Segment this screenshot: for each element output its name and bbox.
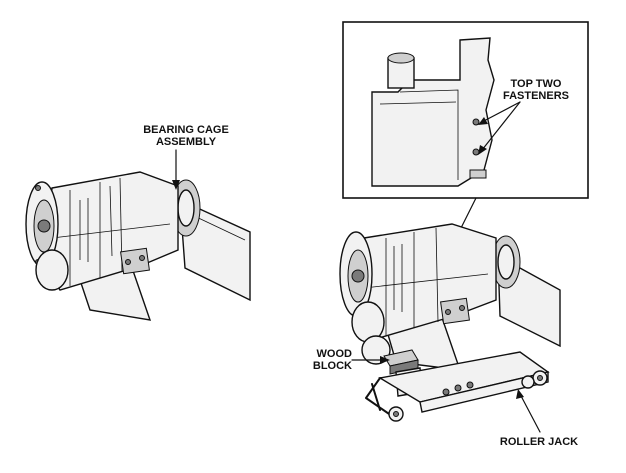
wood-block-label: WOOD BLOCK [296, 348, 352, 372]
left-axle-assembly [25, 171, 251, 321]
fasteners-line2: FASTENERS [502, 90, 569, 102]
bearing-cage-leader [172, 149, 180, 190]
wood-line1: WOOD [316, 348, 352, 360]
bearing-cage-line2: ASSEMBLY [155, 136, 217, 148]
bearing-cage-line1: BEARING CAGE [143, 124, 229, 136]
top-two-fasteners-label: TOP TWO FASTENERS [496, 78, 576, 102]
roller-jack [365, 351, 550, 422]
inset-detail [342, 21, 589, 199]
bearing-cage-assembly-label: BEARING CAGE ASSEMBLY [136, 124, 236, 148]
wood-block-leader [351, 356, 390, 364]
wood-line2: BLOCK [312, 360, 352, 372]
fasteners-leaders [478, 101, 521, 155]
right-axle-assembly [339, 223, 561, 371]
roller-jack-label: ROLLER JACK [494, 436, 584, 448]
fasteners-line1: TOP TWO [510, 78, 562, 90]
roller-jack-leader [516, 389, 541, 433]
roller-jack-text: ROLLER JACK [499, 436, 579, 448]
